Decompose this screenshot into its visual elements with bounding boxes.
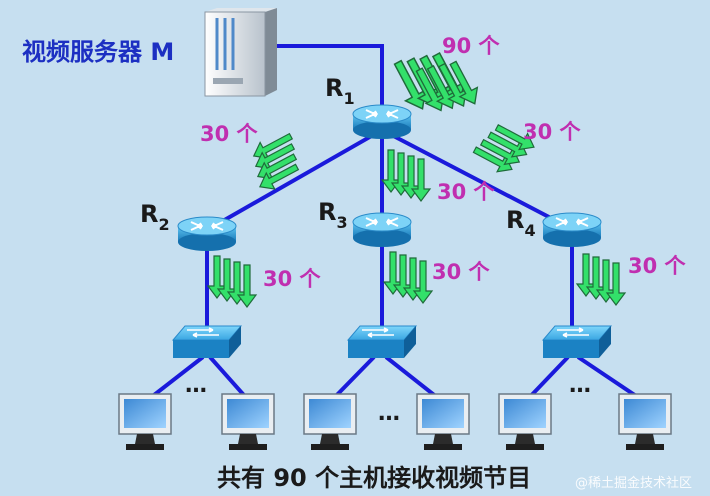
switch-r3 bbox=[347, 325, 417, 359]
host-r3-1 bbox=[303, 393, 357, 451]
host-r4-2 bbox=[618, 393, 672, 451]
flow-arrows-r3-sw bbox=[383, 251, 433, 304]
switch-r4 bbox=[542, 325, 612, 359]
ellipsis-r3: … bbox=[378, 401, 400, 426]
flow-label-r1-r4: 30 个 bbox=[523, 120, 582, 144]
flow-arrows-r2-sw bbox=[207, 255, 257, 308]
router-label-r4: R4 bbox=[506, 206, 536, 240]
router-r4 bbox=[542, 212, 602, 248]
flow-label-r2-sw: 30 个 bbox=[263, 267, 322, 291]
link-r1-r4 bbox=[381, 128, 571, 230]
router-r3 bbox=[352, 212, 412, 248]
router-label-r2: R2 bbox=[140, 200, 170, 234]
flow-arrows-r4-sw bbox=[576, 253, 626, 306]
host-r2-2 bbox=[221, 393, 275, 451]
router-r2 bbox=[177, 216, 237, 252]
video-server bbox=[204, 8, 277, 97]
link-r1-r2 bbox=[206, 128, 383, 232]
switch-r2 bbox=[172, 325, 242, 359]
host-r2-1 bbox=[118, 393, 172, 451]
flow-label-m-r1: 90 个 bbox=[442, 34, 501, 58]
flow-label-r1-r3: 30 个 bbox=[437, 180, 496, 204]
router-r1 bbox=[352, 104, 412, 140]
router-label-r3: R3 bbox=[318, 198, 348, 232]
ellipsis-r4: … bbox=[569, 373, 591, 398]
flow-label-r4-sw: 30 个 bbox=[628, 254, 687, 278]
router-label-r1: R1 bbox=[325, 74, 355, 108]
link-m-r1 bbox=[276, 44, 384, 118]
flow-label-r1-r2: 30 个 bbox=[200, 122, 259, 146]
flow-label-r3-sw: 30 个 bbox=[432, 260, 491, 284]
server-label: 视频服务器 M bbox=[22, 38, 174, 66]
host-r4-1 bbox=[498, 393, 552, 451]
watermark: @稀土掘金技术社区 bbox=[575, 475, 692, 491]
host-r3-2 bbox=[416, 393, 470, 451]
diagram-caption: 共有 90 个主机接收视频节目 bbox=[217, 464, 531, 492]
flow-arrows-r1-r3 bbox=[381, 149, 431, 202]
ellipsis-r2: … bbox=[185, 373, 207, 398]
